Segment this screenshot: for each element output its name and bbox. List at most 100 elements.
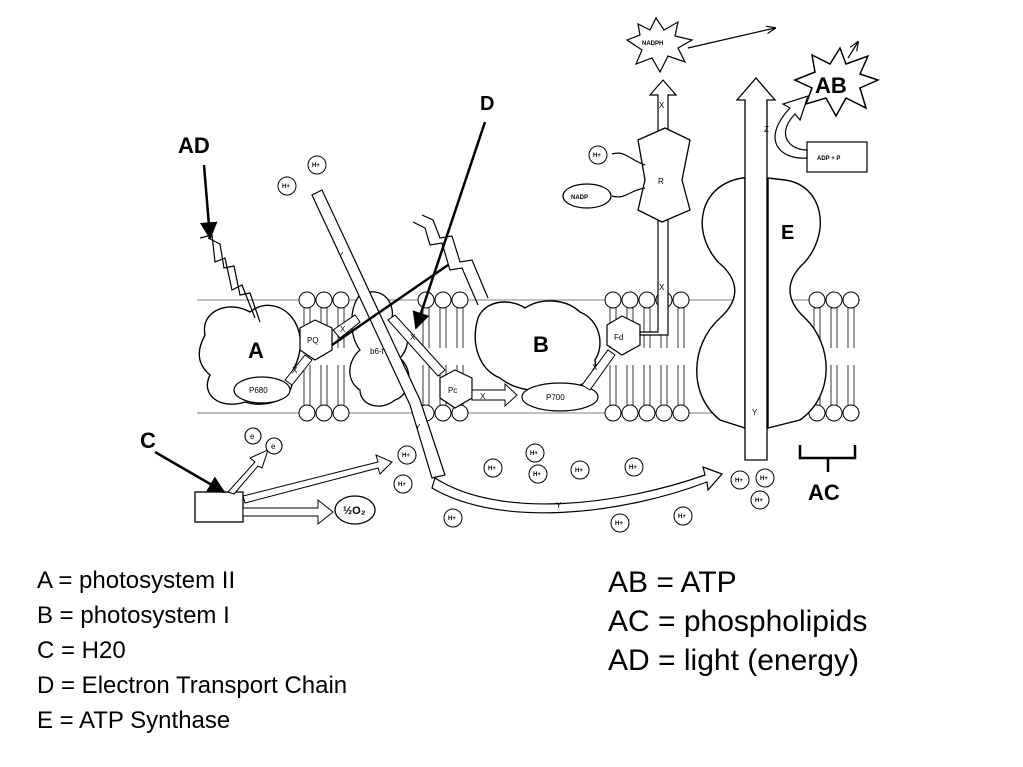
proton-label: H+	[755, 498, 763, 504]
light-zigzag-4	[421, 214, 489, 299]
y-bottom-curved-arrow	[431, 466, 724, 514]
legend-right: AB = ATP AC = phospholipids AD = light (…	[608, 563, 867, 680]
phospholipid-head	[621, 404, 639, 422]
phospholipid-head	[315, 291, 333, 309]
label-z: Z	[764, 125, 769, 134]
proton-group: H+H+H+H+H+H+H+H+H+H+H+H+H+H+H+H+	[277, 145, 775, 533]
proton-label: H+	[629, 465, 637, 471]
proton-label: H+	[530, 451, 538, 457]
label-ad: AD	[178, 133, 210, 158]
label-nadp: NADP	[571, 195, 588, 201]
proton-circle	[443, 508, 463, 528]
label-p680: P680	[249, 386, 268, 395]
svg-text:Y: Y	[415, 423, 421, 432]
proton-label: H+	[488, 466, 496, 472]
proton-circle	[673, 506, 693, 526]
proton-circle	[307, 155, 327, 175]
svg-text:X: X	[659, 101, 665, 110]
legend-item-ab: AB = ATP	[608, 566, 737, 599]
phospholipid-head	[332, 291, 350, 309]
phospholipid-head	[672, 404, 690, 422]
proton-circle	[277, 176, 297, 196]
phospholipid-head	[672, 291, 690, 309]
proton-label: H+	[282, 184, 290, 190]
phospholipid-head	[604, 404, 622, 422]
z-curved-arrow	[774, 95, 809, 159]
light-zigzag-1	[199, 234, 256, 319]
phospholipid-head	[842, 404, 860, 422]
proton-label: H+	[402, 453, 410, 459]
legend-item-b: B = photosystem I	[37, 602, 230, 629]
legend-item-c: C = H20	[37, 637, 126, 664]
phospholipid-head	[298, 291, 316, 309]
proton-circle	[570, 460, 590, 480]
label-e1: e	[250, 432, 255, 441]
proton-label: H+	[575, 468, 583, 474]
proton-label: H+	[448, 516, 456, 522]
svg-text:X: X	[340, 325, 346, 334]
photosystem-i-shape	[474, 300, 601, 391]
water-arrow-o2	[242, 498, 334, 526]
y-diagonal-arrow	[311, 189, 446, 479]
svg-text:X: X	[659, 283, 665, 292]
pointer-d-1	[412, 121, 487, 330]
label-e: E	[781, 222, 794, 244]
atp-out-arrow	[847, 42, 858, 59]
phospholipid-head	[451, 291, 469, 309]
proton-circle	[588, 145, 608, 165]
proton-circle	[525, 443, 545, 463]
proton-circle	[397, 445, 417, 465]
phospholipid-head	[332, 404, 350, 422]
oxygen-shape	[334, 495, 376, 525]
nadp-shape	[562, 183, 612, 209]
p680-shape	[233, 376, 291, 404]
phospholipid-head	[434, 291, 452, 309]
water-box	[194, 491, 244, 523]
legend-left: A = photosystem II B = photosystem I C =…	[37, 563, 347, 738]
proton-label: H+	[615, 521, 623, 527]
phospholipid-head	[315, 404, 333, 422]
electron-2	[265, 437, 283, 455]
light-zigzag-3	[412, 221, 479, 306]
legend-item-ad: AD = light (energy)	[608, 644, 859, 677]
pq-shape	[299, 319, 333, 361]
svg-text:Y: Y	[752, 408, 758, 417]
atp-synthase-shape	[696, 177, 827, 429]
proton-circle	[483, 458, 503, 478]
phospholipid-head	[638, 291, 656, 309]
label-e2: e	[271, 442, 276, 451]
proton-circle	[393, 474, 413, 494]
x-arrow-p700-fd	[581, 349, 616, 391]
label-a: A	[248, 338, 264, 363]
proton-label: H+	[760, 476, 768, 482]
proton-circle	[610, 513, 630, 533]
svg-text:X: X	[480, 392, 486, 401]
label-p700: P700	[546, 393, 565, 402]
label-pc: Pc	[448, 386, 457, 395]
water-arrow-h	[242, 454, 393, 504]
proton-label: H+	[312, 163, 320, 169]
phospholipid-head	[825, 291, 843, 309]
label-b: B	[533, 332, 549, 357]
proton-label: H+	[735, 478, 743, 484]
adp-box	[806, 141, 868, 173]
svg-text:X: X	[410, 333, 416, 342]
phospholipid-head	[825, 404, 843, 422]
svg-text:Y: Y	[556, 501, 562, 510]
pointer-c	[154, 450, 226, 494]
phospholipid-head	[604, 291, 622, 309]
svg-text:X: X	[592, 363, 598, 372]
proton-label: H+	[398, 482, 406, 488]
label-pq: PQ	[307, 336, 319, 345]
svg-text:X: X	[292, 366, 298, 375]
label-nadph: NADPH	[642, 41, 663, 47]
proton-circle	[624, 457, 644, 477]
nadp-to-r-curve	[611, 187, 646, 198]
atp-star	[793, 46, 881, 118]
light-zigzag-2	[207, 237, 261, 323]
legend-item-a: A = photosystem II	[37, 567, 236, 594]
label-o2: ½O₂	[343, 505, 366, 517]
x-arrow-b6f-pc	[387, 314, 446, 377]
ac-bracket	[798, 445, 857, 472]
